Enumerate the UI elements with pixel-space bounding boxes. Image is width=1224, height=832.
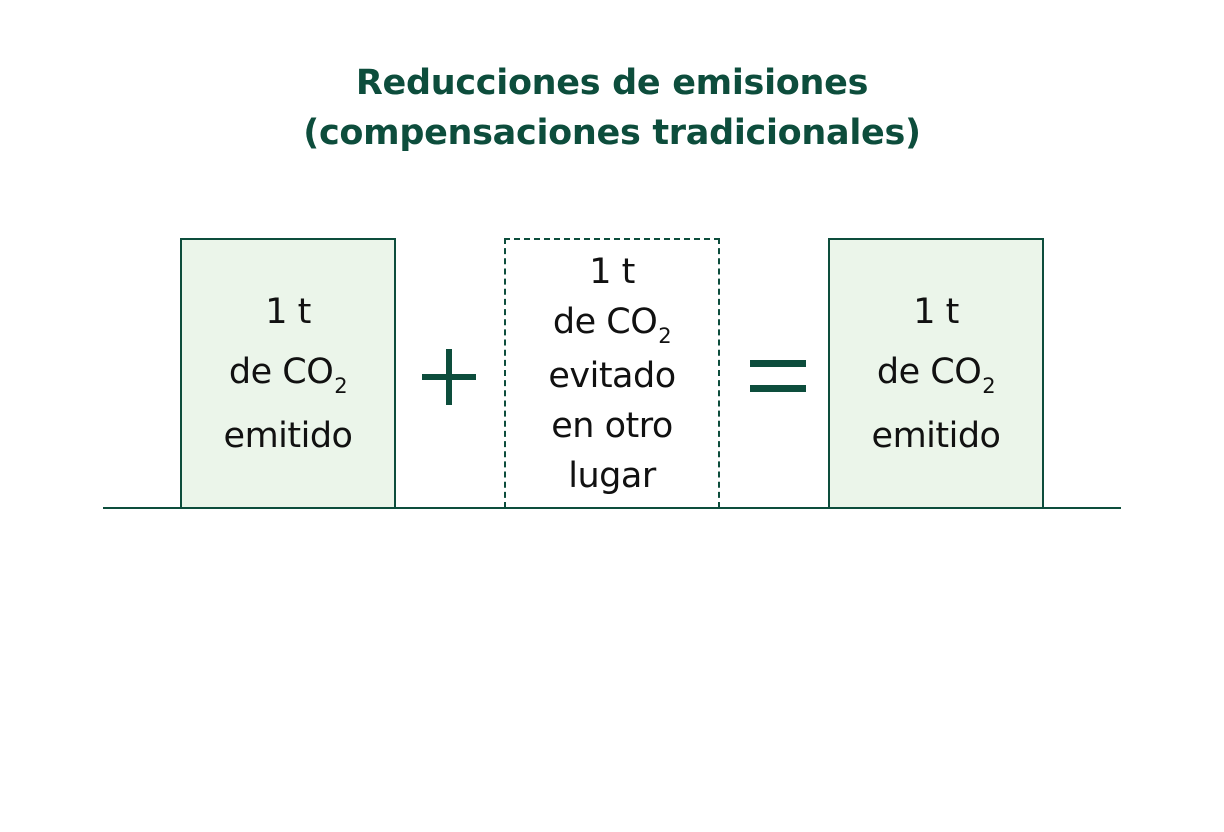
emitted-amount: 1 t <box>265 292 311 332</box>
equals-icon <box>750 360 806 394</box>
emitted-box-right: 1 t de CO2 emitido <box>828 238 1044 508</box>
avoided-unit: de CO2 <box>552 302 672 348</box>
emitted-label: emitido <box>223 416 353 456</box>
emitted-amount-right: 1 t <box>913 292 959 332</box>
plus-icon <box>422 349 476 405</box>
baseline <box>103 507 1121 509</box>
emitted-label-right: emitido <box>871 416 1001 456</box>
avoided-box: 1 t de CO2 evitado en otro lugar <box>504 238 720 508</box>
avoided-label-line-1: evitado <box>548 356 676 396</box>
avoided-label-line-3: lugar <box>568 456 656 496</box>
avoided-amount: 1 t <box>589 252 635 292</box>
avoided-label-line-2: en otro <box>551 406 673 446</box>
title-line-1: Reducciones de emisiones <box>355 63 869 103</box>
title-line-2: (compensaciones tradicionales) <box>303 113 921 153</box>
emitted-box-left: 1 t de CO2 emitido <box>180 238 396 508</box>
emitted-unit-right: de CO2 <box>876 352 996 398</box>
diagram-title: Reducciones de emisiones (compensaciones… <box>0 58 1224 158</box>
emitted-unit: de CO2 <box>228 352 348 398</box>
